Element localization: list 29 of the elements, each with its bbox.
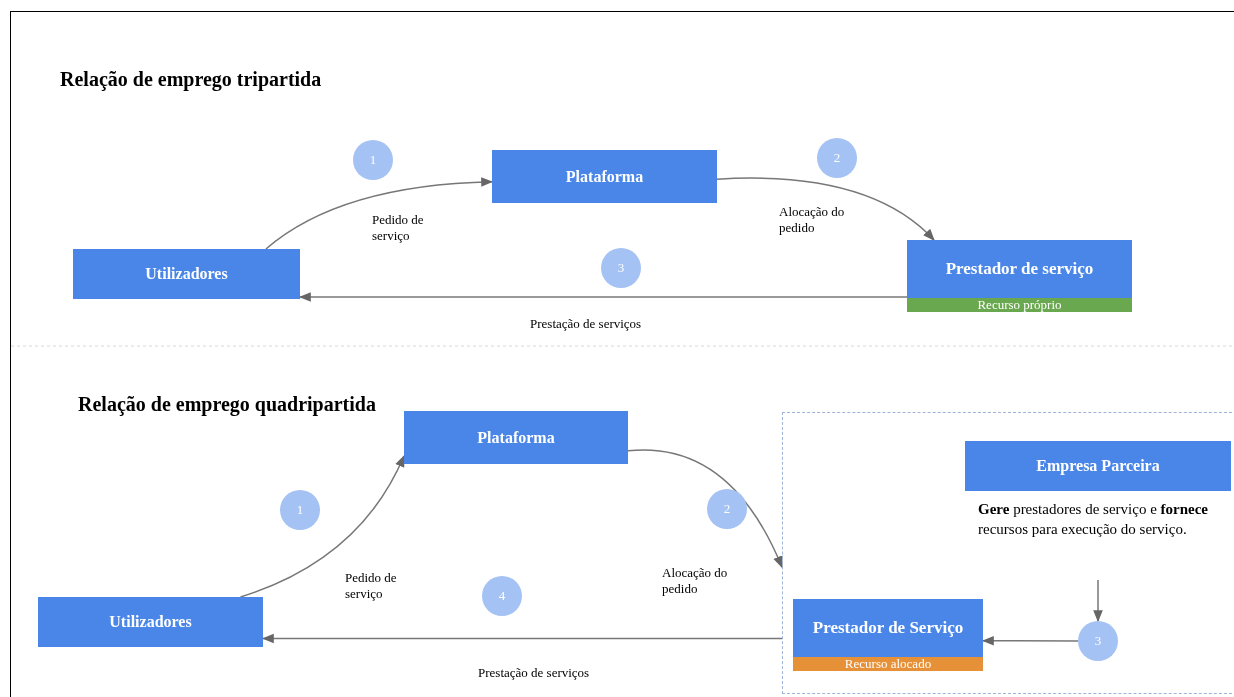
provider-box (793, 599, 983, 671)
group-container (782, 412, 1234, 694)
arrow (716, 177, 935, 241)
resource-band: Recurso alocado (793, 657, 983, 671)
step-number-circle: 2 (707, 489, 747, 529)
process-box: Plataforma (404, 411, 628, 464)
step-number-circle: 2 (817, 138, 857, 178)
process-box: Utilizadores (73, 249, 300, 299)
arrow (1093, 579, 1103, 623)
step-number-circle: 3 (601, 248, 641, 288)
description-text: Gere prestadores de serviço e fornece recursos para execução do serviço. (978, 500, 1228, 580)
process-box: Plataforma (492, 150, 717, 203)
step-number-circle: 3 (1078, 621, 1118, 661)
step-number-circle: 4 (482, 576, 522, 616)
box-title: Prestador de Serviço (812, 618, 964, 638)
box-title: Prestador de serviço (945, 259, 1094, 279)
process-box: Utilizadores (38, 597, 263, 647)
step-number-circle: 1 (353, 140, 393, 180)
resource-band: Recurso próprio (907, 298, 1132, 312)
edge-label: Prestação de serviços (478, 665, 590, 682)
arrow (265, 177, 494, 250)
arrow (239, 454, 405, 598)
section-heading: Relação de emprego tripartida (60, 68, 322, 91)
edge-label: Prestação de serviços (530, 316, 642, 333)
arrow (627, 449, 783, 569)
step-number-circle: 1 (280, 490, 320, 530)
process-box: Empresa Parceira (965, 441, 1231, 491)
provider-box (907, 240, 1132, 312)
section-heading: Relação de emprego quadripartida (78, 393, 376, 416)
